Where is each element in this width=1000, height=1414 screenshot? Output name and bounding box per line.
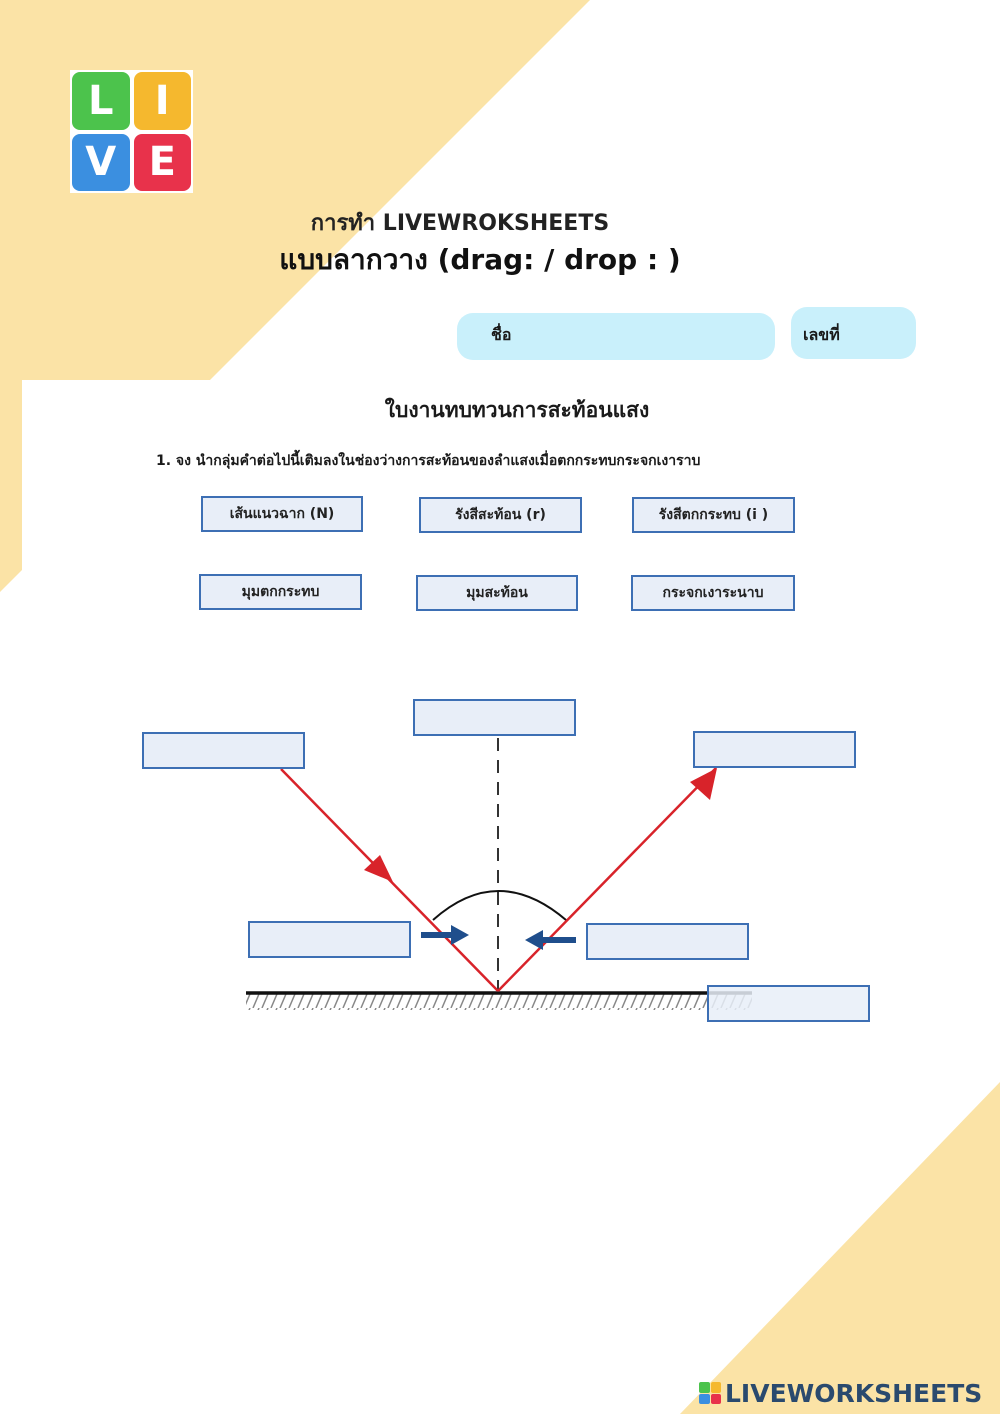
drop-box-mirror[interactable]: [707, 985, 870, 1022]
live-logo: L I V E: [70, 70, 193, 193]
page-title: การทำ LIVEWROKSHEETS: [310, 211, 610, 236]
liveworksheets-logo-icon: [699, 1382, 721, 1404]
drop-box-incidence-angle[interactable]: [248, 921, 411, 958]
footer-brand-text: LIVEWORKSHEETS: [725, 1378, 983, 1408]
drag-word-reflection-angle[interactable]: มุมสะท้อน: [416, 575, 578, 611]
name-label: ชื่อ: [491, 325, 512, 344]
drop-box-normal[interactable]: [413, 699, 576, 736]
drag-word-incidence-angle[interactable]: มุมตกกระทบ: [199, 574, 362, 610]
page-subtitle: แบบลากวาง (drag: / drop : ): [279, 243, 681, 276]
drop-box-incident-ray[interactable]: [142, 732, 305, 769]
logo-tile-l: L: [72, 72, 130, 130]
logo-tile-v: V: [72, 133, 130, 191]
drag-word-normal-line[interactable]: เส้นแนวฉาก (N): [201, 496, 363, 532]
worksheet-title: ใบงานทบทวนการสะท้อนแสง: [384, 398, 650, 422]
name-field[interactable]: ชื่อ: [457, 313, 775, 360]
number-field[interactable]: เลขที่: [791, 307, 916, 359]
drag-word-reflected-ray[interactable]: รังสีสะท้อน (r): [419, 497, 582, 533]
logo-tile-e: E: [133, 133, 191, 191]
drop-box-reflected-ray[interactable]: [693, 731, 856, 768]
drag-word-plane-mirror[interactable]: กระจกเงาระนาบ: [631, 575, 795, 611]
footer-brand: LIVEWORKSHEETS: [699, 1378, 982, 1408]
drop-box-reflection-angle[interactable]: [586, 923, 749, 960]
number-label: เลขที่: [803, 325, 840, 344]
instruction-text: 1. จง นำกลุ่มคำต่อไปนี้เติมลงในช่องว่างก…: [156, 453, 701, 469]
drag-word-incident-ray[interactable]: รังสีตกกระทบ (i ): [632, 497, 795, 533]
logo-tile-i: I: [133, 72, 191, 130]
